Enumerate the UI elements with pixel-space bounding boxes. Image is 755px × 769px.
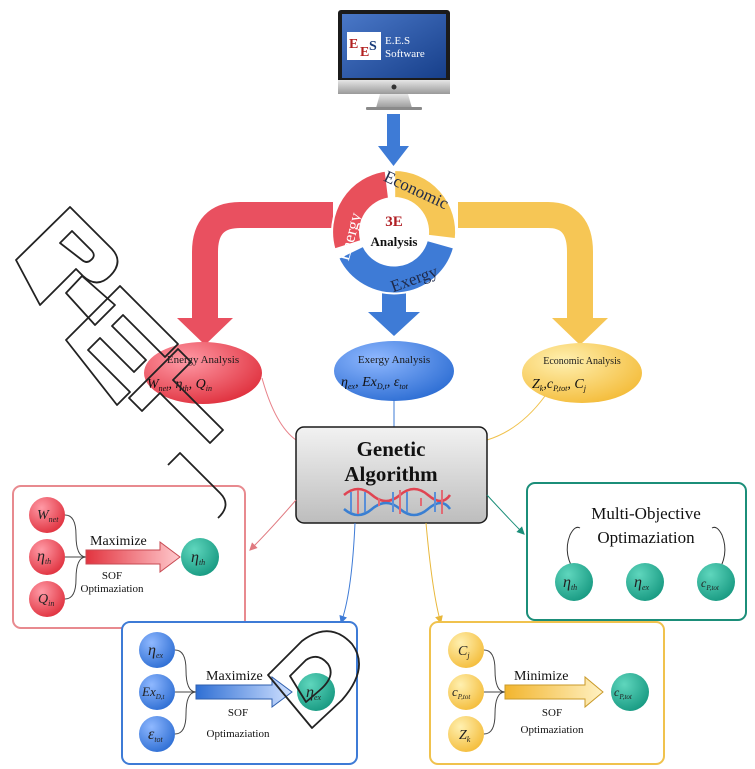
economic-input-2: cP,tot xyxy=(452,684,471,701)
energy-analysis-title: Energy Analysis xyxy=(167,354,239,366)
energy-var-w: W xyxy=(147,377,160,392)
economic-analysis-title: Economic Analysis xyxy=(543,356,621,367)
energy-var-eta: η xyxy=(175,377,182,392)
ees-logo xyxy=(347,32,381,60)
multi-title-line2: Optimaziation xyxy=(597,528,695,547)
exergy-method-1: SOF xyxy=(228,707,248,719)
wheel-center-top: 3E xyxy=(385,214,403,230)
exergy-input-1: ηex xyxy=(148,642,163,660)
economic-output: cP,tot xyxy=(614,685,633,701)
svg-text:E: E xyxy=(360,45,369,60)
svg-text:S: S xyxy=(369,39,377,54)
energy-action: Maximize xyxy=(90,534,147,549)
energy-output: ηth xyxy=(191,549,205,567)
svg-text:E: E xyxy=(349,37,358,52)
energy-method-2: Optimaziation xyxy=(81,583,144,595)
energy-var-q-sub: in xyxy=(206,384,212,393)
economic-var-c-sub: P,tot xyxy=(552,384,568,393)
energy-var-q: Q xyxy=(196,377,206,392)
computer-icon: E E S E.E.S Software xyxy=(338,10,450,110)
exergy-method-2: Optimaziation xyxy=(207,728,270,740)
computer-to-wheel-arrow xyxy=(378,114,409,166)
apple-logo-icon xyxy=(391,84,397,90)
exergy-input-2: ExD,t xyxy=(141,684,166,701)
economic-method-1: SOF xyxy=(542,707,562,719)
energy-var-w-sub: net xyxy=(159,384,170,393)
exergy-var-eta: η xyxy=(341,375,348,390)
ga-title-line1: Genetic xyxy=(357,437,426,461)
economic-analysis-node: Economic Analysis Zk,cP,tot, Cj xyxy=(522,343,642,403)
ga-to-economic-box-line xyxy=(425,522,443,624)
ga-to-exergy-box-line xyxy=(339,522,356,624)
exergy-optimization-box: ηex ExD,t εtot Maximize SOF Optimaziatio… xyxy=(121,621,358,765)
economic-curved-arrow xyxy=(458,202,608,345)
exergy-input-3: εtot xyxy=(148,726,164,744)
ga-title-line2: Algorithm xyxy=(344,462,438,486)
computer-line1: E.E.S xyxy=(385,35,410,47)
economic-var-c: c xyxy=(547,377,554,392)
economic-input-3: Zk xyxy=(459,728,471,744)
genetic-algorithm-box: Genetic Algorithm xyxy=(295,426,488,524)
dna-helix-icon xyxy=(343,487,452,517)
exergy-var-eta-sub: ex xyxy=(348,382,356,391)
svg-text:ηex, ExD,t, εtot: ηex, ExD,t, εtot xyxy=(341,375,409,391)
economic-var-z: Z xyxy=(532,377,540,392)
exergy-down-arrow xyxy=(368,290,420,336)
exergy-analysis-node: Exergy Analysis ηex, ExD,t, εtot xyxy=(334,341,454,401)
svg-text:Zk,cP,tot, Cj: Zk,cP,tot, Cj xyxy=(532,377,587,393)
multi-title-line1: Multi-Objective xyxy=(591,504,701,523)
wheel-center-bottom: Analysis xyxy=(371,234,418,249)
energy-method-1: SOF xyxy=(102,570,122,582)
energy-curved-arrow xyxy=(177,202,333,345)
economic-action: Minimize xyxy=(514,669,568,684)
exergy-var-eps: ε xyxy=(394,375,400,390)
exergy-var-ex-sub: D,t xyxy=(376,382,388,391)
ga-to-multi-box-line xyxy=(486,494,525,535)
economic-var-cj-sub: j xyxy=(583,384,587,393)
computer-line2: Software xyxy=(385,48,425,60)
economic-method-2: Optimaziation xyxy=(521,724,584,736)
retracted-watermark xyxy=(15,206,360,729)
multi-objective-box: Multi-Objective Optimaziation ηth ηex cP… xyxy=(526,482,747,621)
ga-to-energy-box-line xyxy=(249,499,297,551)
energy-input-1: Wnet xyxy=(37,508,59,524)
exergy-output: ηex xyxy=(306,684,321,702)
exergy-var-eps-sub: tot xyxy=(399,382,408,391)
multi-circle-1: ηth xyxy=(563,574,577,592)
exergy-action: Maximize xyxy=(206,669,263,684)
energy-optimization-box: Wnet ηth Qin Maximize SOF Optimaziation … xyxy=(12,485,246,629)
economic-input-1: Cj xyxy=(458,644,470,660)
exergy-var-ex: Ex xyxy=(361,375,378,390)
three-e-wheel: 3E Analysis Energy Economic Exergy xyxy=(331,167,458,296)
multi-circle-3: cP,tot xyxy=(701,576,720,592)
economic-to-ga-line xyxy=(486,395,546,441)
economic-var-cj: C xyxy=(574,377,584,392)
exergy-analysis-title: Exergy Analysis xyxy=(358,354,430,366)
energy-input-3: Qin xyxy=(38,592,54,608)
energy-var-eta-sub: th xyxy=(182,384,188,393)
energy-input-2: ηth xyxy=(37,548,51,566)
multi-circle-2: ηex xyxy=(634,574,649,592)
energy-to-ga-line xyxy=(261,377,297,441)
economic-var-z-sub: k xyxy=(540,384,544,393)
economic-optimization-box: Cj cP,tot Zk Minimize SOF Optimaziation … xyxy=(429,621,665,765)
svg-text:Wnet, ηth, Qin: Wnet, ηth, Qin xyxy=(147,377,212,393)
